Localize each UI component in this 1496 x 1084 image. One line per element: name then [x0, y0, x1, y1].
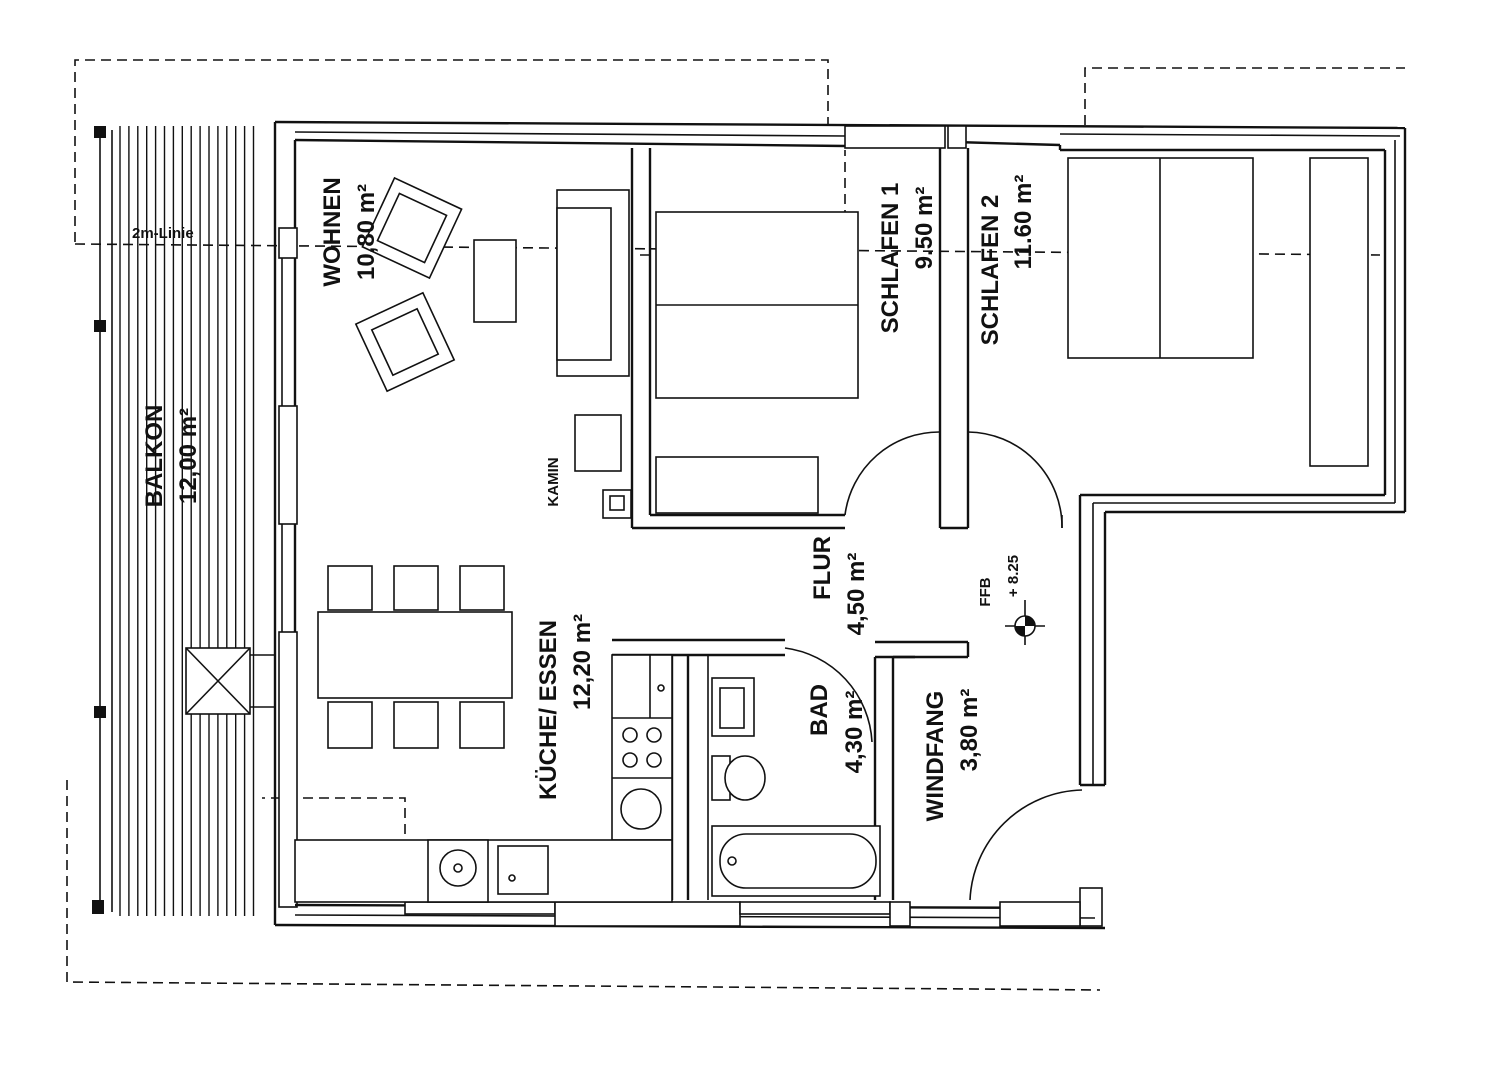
kueche-name: KÜCHE/ ESSEN [535, 620, 562, 800]
schlafen2-area: 11.60 m² [1010, 175, 1037, 270]
fireplace [574, 414, 622, 472]
flur-area: 4,50 m² [843, 553, 870, 636]
schlafen1-area: 9.50 m² [911, 187, 938, 270]
bedroom1-furniture [655, 211, 859, 514]
windfang-name: WINDFANG [922, 691, 949, 822]
bedroom2-furniture [1067, 157, 1369, 467]
coffee-table [473, 239, 517, 323]
ffb-label: FFB [977, 577, 994, 606]
balcony [92, 126, 275, 916]
bad-name: BAD [806, 684, 833, 736]
dining-table [317, 611, 513, 699]
balkon-area: 12,00 m² [175, 408, 202, 504]
kueche-area: 12,20 m² [569, 614, 596, 710]
level-marker [1005, 600, 1045, 645]
kitchen [294, 654, 673, 903]
bad-area: 4,30 m² [841, 691, 868, 774]
line-2m-label: 2m-Linie [132, 225, 194, 242]
schlafen2-name: SCHLAFEN 2 [977, 195, 1004, 346]
wohnen-area: 10,80 m² [353, 184, 380, 280]
kamin-label: KAMIN [545, 457, 562, 506]
living-furniture [354, 176, 632, 519]
schlafen1-name: SCHLAFEN 1 [877, 183, 904, 334]
balkon-name: BALKON [141, 405, 168, 508]
wardrobe [655, 456, 819, 514]
bath-fixtures [711, 677, 881, 897]
wardrobe-2 [1309, 157, 1369, 467]
windfang-area: 3,80 m² [956, 689, 983, 772]
walls [273, 120, 1407, 930]
level-label: + 8.25 [1005, 555, 1022, 597]
flur-name: FLUR [809, 536, 836, 600]
dining-furniture [317, 565, 513, 749]
wohnen-name: WOHNEN [319, 177, 346, 286]
room-labels: WOHNEN 10,80 m² SCHLAFEN 1 9.50 m² SCHLA… [132, 175, 1037, 822]
